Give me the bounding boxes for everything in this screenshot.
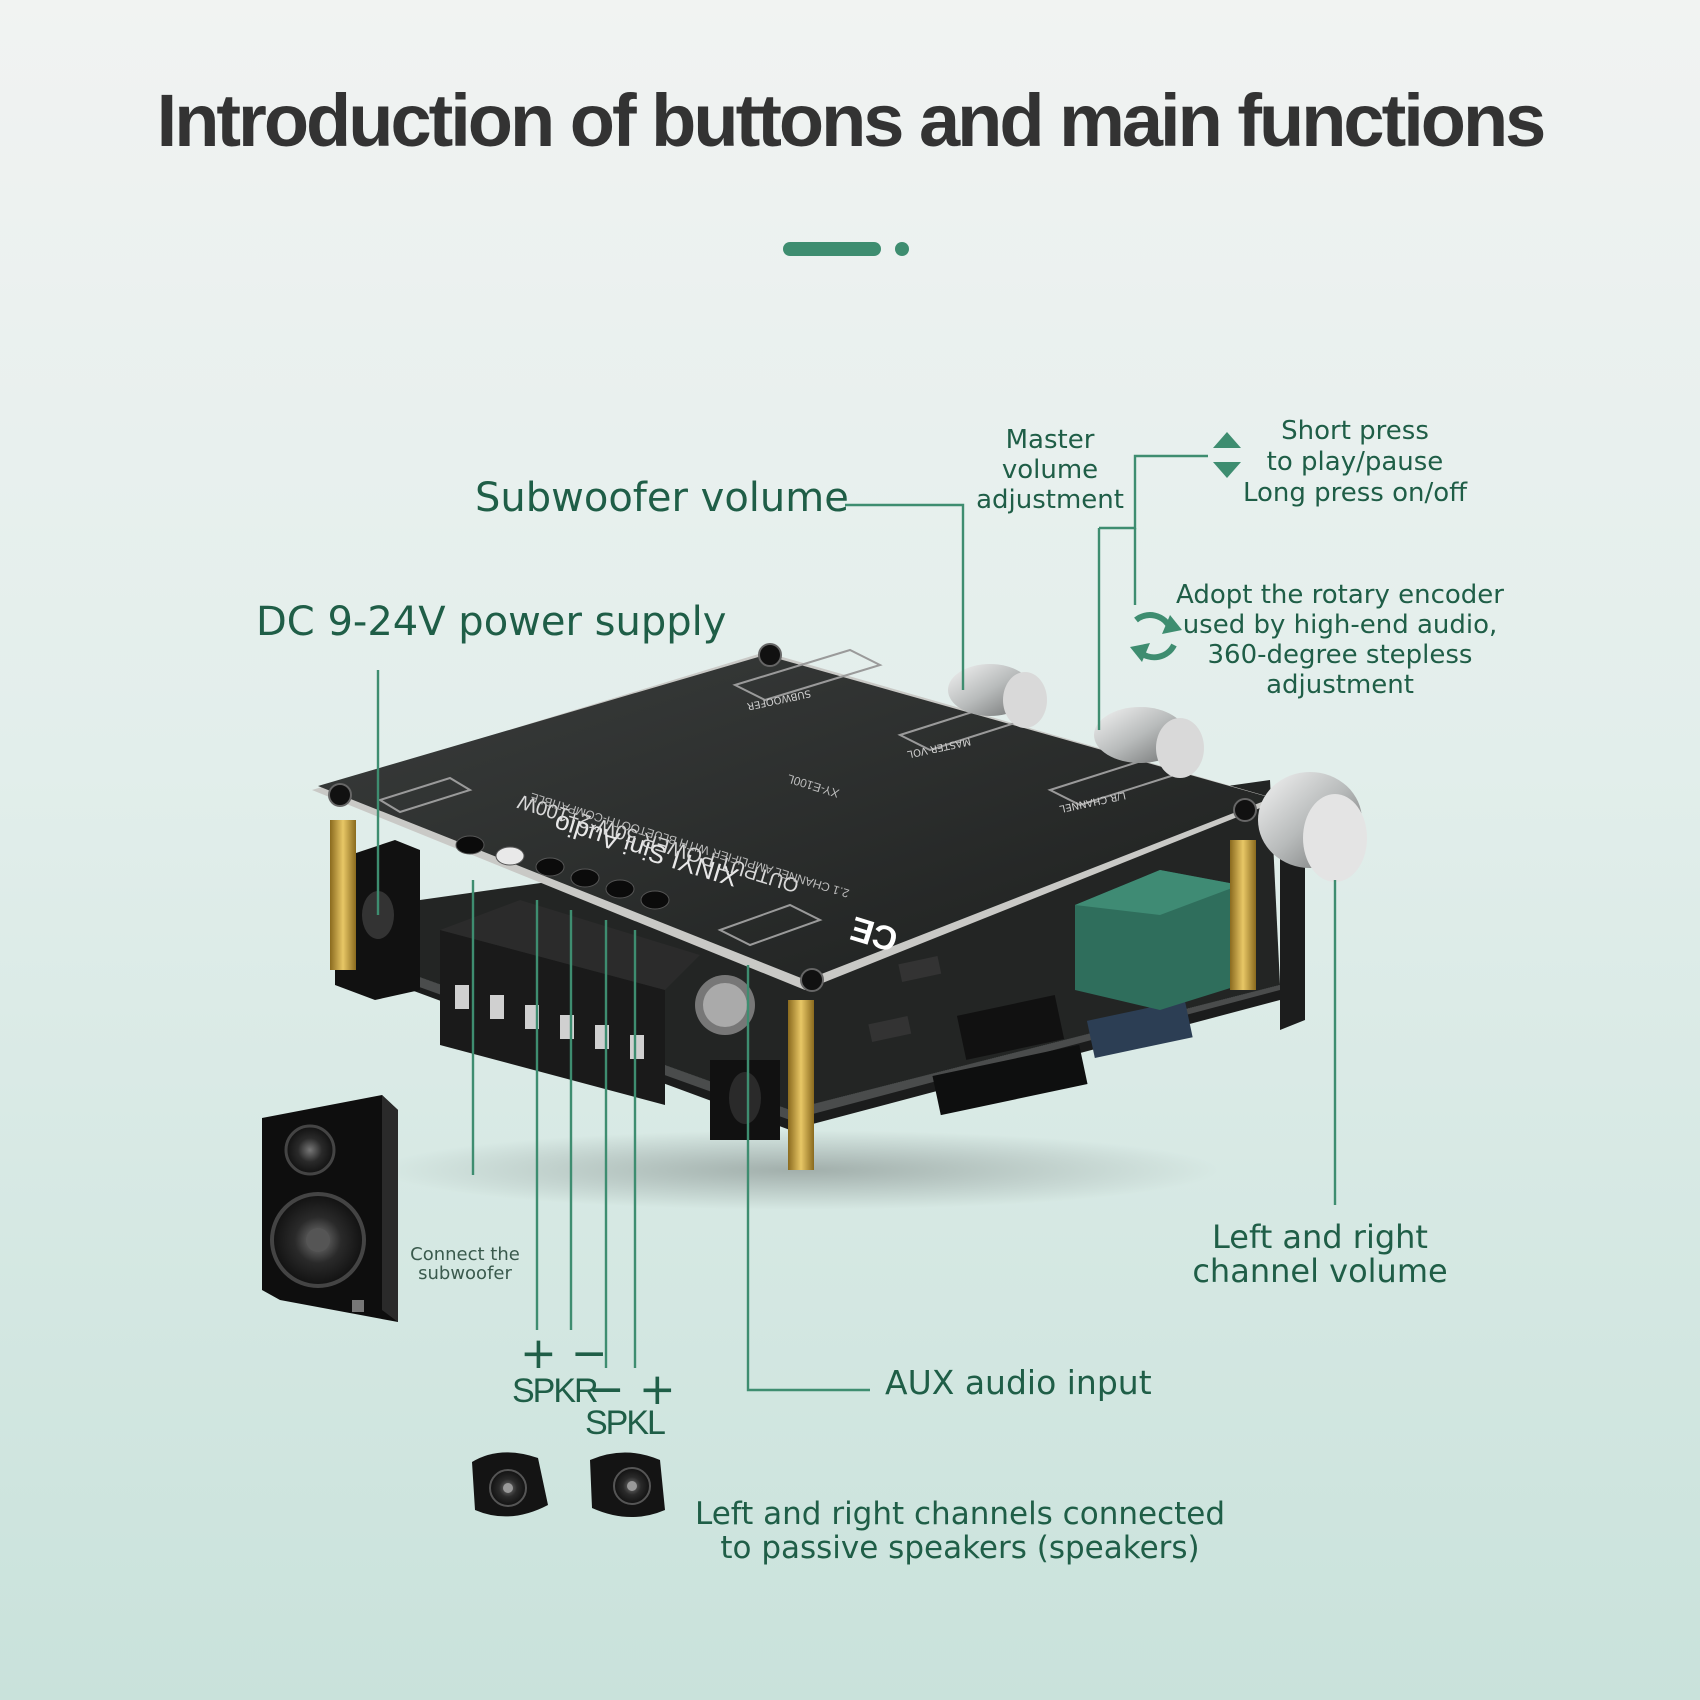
- spkl-label: SPKL: [585, 1404, 666, 1442]
- line-short-press: [1099, 454, 1208, 530]
- power-supply-label: DC 9-24V power supply: [256, 599, 727, 645]
- passive-speaker-right: [590, 1452, 665, 1518]
- connect-sub-line-1: Connect the: [410, 1244, 520, 1265]
- panel-screws: [328, 643, 1257, 992]
- master-volume-line-2: volume: [1001, 455, 1099, 485]
- aux-input-label: AUX audio input: [885, 1363, 1152, 1402]
- passive-speakers-label: Left and right channels connected to pas…: [690, 1497, 1230, 1565]
- line-subwoofer: [845, 503, 965, 690]
- title-underline-dot: [895, 242, 909, 256]
- rotary-line-2: used by high-end audio,: [1182, 610, 1498, 640]
- rotate-cycle-icon: [1130, 612, 1182, 662]
- short-press-label: Short press to play/pause Long press on/…: [1240, 416, 1470, 509]
- passive-line-1: Left and right channels connected: [694, 1496, 1226, 1532]
- spkl-polarity: − +: [588, 1364, 676, 1415]
- spkr-polarity: + −: [520, 1328, 608, 1379]
- rotary-line-1: Adopt the rotary encoder: [1176, 580, 1504, 610]
- lr-channel-volume-label: Left and right channel volume: [1185, 1220, 1455, 1288]
- bluetooth-module: [932, 1044, 1088, 1116]
- rotary-encoder-label: Adopt the rotary encoder used by high-en…: [1175, 580, 1505, 700]
- short-press-line-2: to play/pause: [1266, 447, 1444, 477]
- standoff-left: [330, 820, 356, 970]
- passive-line-2: to passive speakers (speakers): [720, 1530, 1200, 1566]
- standoff-right: [1230, 840, 1256, 990]
- line-aux: [746, 965, 870, 1392]
- callout-lines: [376, 454, 1337, 1392]
- rotary-line-4: adjustment: [1266, 670, 1414, 700]
- passive-speaker-left: [472, 1452, 548, 1517]
- knob-lr-channel: [1258, 772, 1367, 882]
- knob-master: [1094, 707, 1204, 778]
- terminal-screws: [455, 985, 644, 1059]
- title-underline-bar: [783, 242, 881, 256]
- master-volume-line-3: adjustment: [976, 485, 1124, 515]
- connect-sub-line-2: subwoofer: [418, 1263, 512, 1284]
- short-press-line-3: Long press on/off: [1242, 478, 1468, 508]
- panel-holes: [455, 835, 670, 910]
- lr-volume-line-2: channel volume: [1192, 1252, 1448, 1290]
- master-volume-label: Master volume adjustment: [975, 425, 1125, 515]
- rotary-line-3: 360-degree stepless: [1207, 640, 1473, 670]
- master-volume-line-1: Master: [1005, 425, 1095, 455]
- lr-volume-line-1: Left and right: [1212, 1218, 1428, 1256]
- up-down-arrows-icon: [1213, 432, 1241, 478]
- spkr-label: SPKR: [512, 1372, 599, 1410]
- knob-subwoofer: [948, 664, 1047, 728]
- subwoofer-volume-label: Subwoofer volume: [475, 475, 849, 521]
- short-press-line-1: Short press: [1281, 416, 1429, 446]
- ic-chip: [956, 995, 1065, 1060]
- page-title: Introduction of buttons and main functio…: [156, 79, 1547, 162]
- top-panel: [318, 655, 1272, 980]
- connect-subwoofer-label: Connect the subwoofer: [405, 1245, 525, 1283]
- subwoofer-speaker: [262, 1095, 398, 1322]
- terminal-block: [440, 930, 665, 1105]
- standoff-front: [788, 1000, 814, 1170]
